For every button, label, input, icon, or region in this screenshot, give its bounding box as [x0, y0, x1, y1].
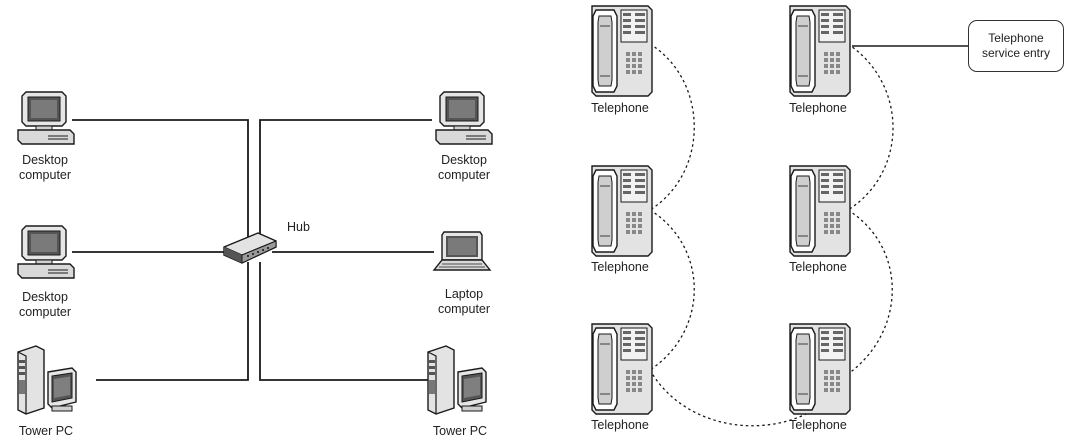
phone-wiring — [649, 43, 894, 427]
telephone-icon — [789, 5, 851, 97]
telephone-label: Telephone — [789, 101, 847, 115]
device-label-line1: Desktop — [22, 290, 68, 304]
phone-link-3-5 — [649, 209, 695, 371]
telephone-label: Telephone — [789, 260, 847, 274]
phone-link-5-6 — [649, 369, 849, 427]
telephone-label: Telephone — [591, 418, 649, 432]
device-label-line1: Laptop — [444, 287, 484, 301]
device-label-line2: computer — [18, 305, 72, 319]
phone-link-2-4 — [847, 43, 894, 211]
service-entry-line1: Telephone — [988, 31, 1044, 45]
phone-link-4-6 — [847, 209, 893, 375]
telephone-icon — [789, 323, 851, 415]
phone-link-1-3 — [649, 43, 695, 211]
device-label-line1: Tower PC — [432, 424, 488, 438]
device-label-line1: Tower PC — [18, 424, 74, 438]
hub-icon — [223, 232, 277, 264]
device-label: Desktop computer — [12, 290, 78, 320]
device-label-line2: computer — [18, 168, 72, 182]
device-label-line1: Desktop — [22, 153, 68, 167]
hub-label: Hub — [287, 220, 310, 234]
desktop-computer-icon — [435, 91, 493, 145]
device-label-line2: computer — [437, 302, 491, 316]
cable-left-desktop-1 — [72, 119, 249, 245]
device-label: Desktop computer — [12, 153, 78, 183]
laptop-computer-icon — [433, 231, 491, 271]
device-label: Tower PC — [420, 424, 500, 439]
telephone-icon — [591, 5, 653, 97]
cable-left-tower — [96, 262, 249, 381]
telephone-icon — [591, 165, 653, 257]
service-entry-line2: service entry — [981, 46, 1051, 60]
telephone-service-entry-box: Telephone service entry — [968, 20, 1064, 72]
cable-right-tower — [259, 262, 428, 381]
desktop-computer-icon — [17, 91, 75, 145]
device-label-line2: computer — [437, 168, 491, 182]
telephone-label: Telephone — [591, 101, 649, 115]
telephone-icon — [789, 165, 851, 257]
device-label: Tower PC — [6, 424, 86, 439]
device-label: Desktop computer — [428, 153, 500, 183]
telephone-label: Telephone — [789, 418, 847, 432]
desktop-computer-icon — [17, 225, 75, 279]
cable-right-desktop — [259, 119, 432, 248]
device-label-line1: Desktop — [441, 153, 487, 167]
device-label: Laptop computer — [428, 287, 500, 317]
network-cabling — [72, 119, 434, 381]
telephone-label: Telephone — [591, 260, 649, 274]
tower-pc-icon — [17, 345, 77, 415]
tower-pc-icon — [427, 345, 487, 415]
telephone-icon — [591, 323, 653, 415]
